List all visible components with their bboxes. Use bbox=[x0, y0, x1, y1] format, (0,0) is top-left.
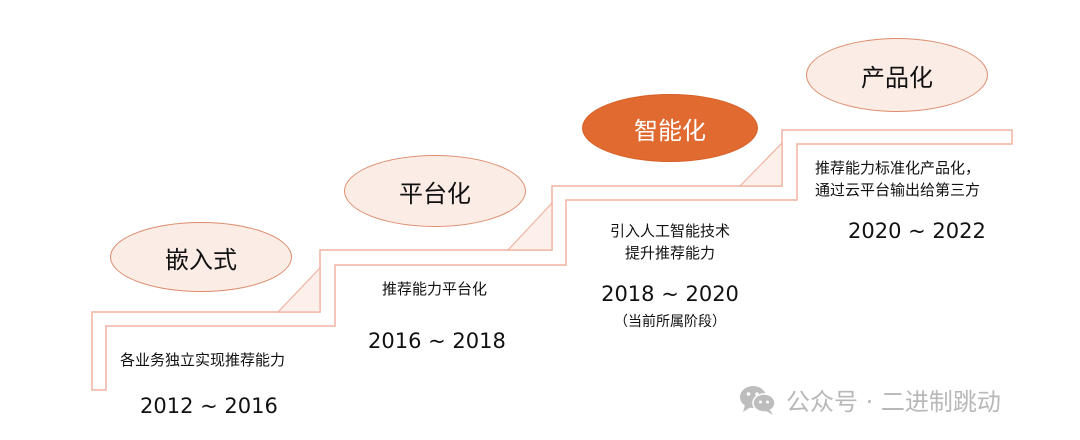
stage-4-desc-line-2: 通过云平台输出给第三方 bbox=[815, 181, 981, 199]
stage-3-note: （当前所属阶段） bbox=[614, 314, 726, 330]
stage-1-desc: 各业务独立实现推荐能力 bbox=[120, 351, 286, 369]
wechat-icon bbox=[740, 385, 776, 415]
stage-3-bubble: 智能化 bbox=[582, 94, 758, 162]
watermark-text: 公众号 · 二进制跳动 bbox=[786, 388, 1001, 416]
stage-4-desc-line-1: 推荐能力标准化产品化， bbox=[815, 159, 981, 177]
stage-4-label: 产品化 bbox=[861, 63, 933, 92]
stage-3-desc-line-2: 提升推荐能力 bbox=[624, 244, 715, 262]
stage-3-label: 智能化 bbox=[634, 116, 706, 145]
stage-1-label: 嵌入式 bbox=[165, 245, 237, 274]
stair-bevel-1 bbox=[276, 266, 321, 313]
stage-2-years: 2016 ~ 2018 bbox=[368, 329, 506, 353]
watermark: 公众号 · 二进制跳动 bbox=[738, 382, 1001, 417]
stage-4-years: 2020 ~ 2022 bbox=[848, 219, 986, 243]
stage-2-label: 平台化 bbox=[399, 179, 471, 208]
stage-1-bubble: 嵌入式 bbox=[110, 222, 292, 292]
stage-1-years: 2012 ~ 2016 bbox=[140, 394, 278, 418]
stage-4-desc: 推荐能力标准化产品化， 通过云平台输出给第三方 bbox=[815, 157, 980, 201]
stage-4-bubble: 产品化 bbox=[806, 38, 988, 112]
stage-3-desc-line-1: 引入人工智能技术 bbox=[609, 222, 730, 240]
stage-2-desc: 推荐能力平台化 bbox=[382, 280, 488, 298]
stair-bevel-3 bbox=[738, 141, 783, 187]
stair-bevel-2 bbox=[506, 201, 553, 251]
stage-3-years: 2018 ~ 2020 bbox=[601, 282, 739, 306]
stage-2-bubble: 平台化 bbox=[344, 155, 526, 227]
staircase-outline bbox=[91, 129, 1013, 391]
stage-3-desc: 引入人工智能技术 提升推荐能力 bbox=[580, 220, 760, 264]
